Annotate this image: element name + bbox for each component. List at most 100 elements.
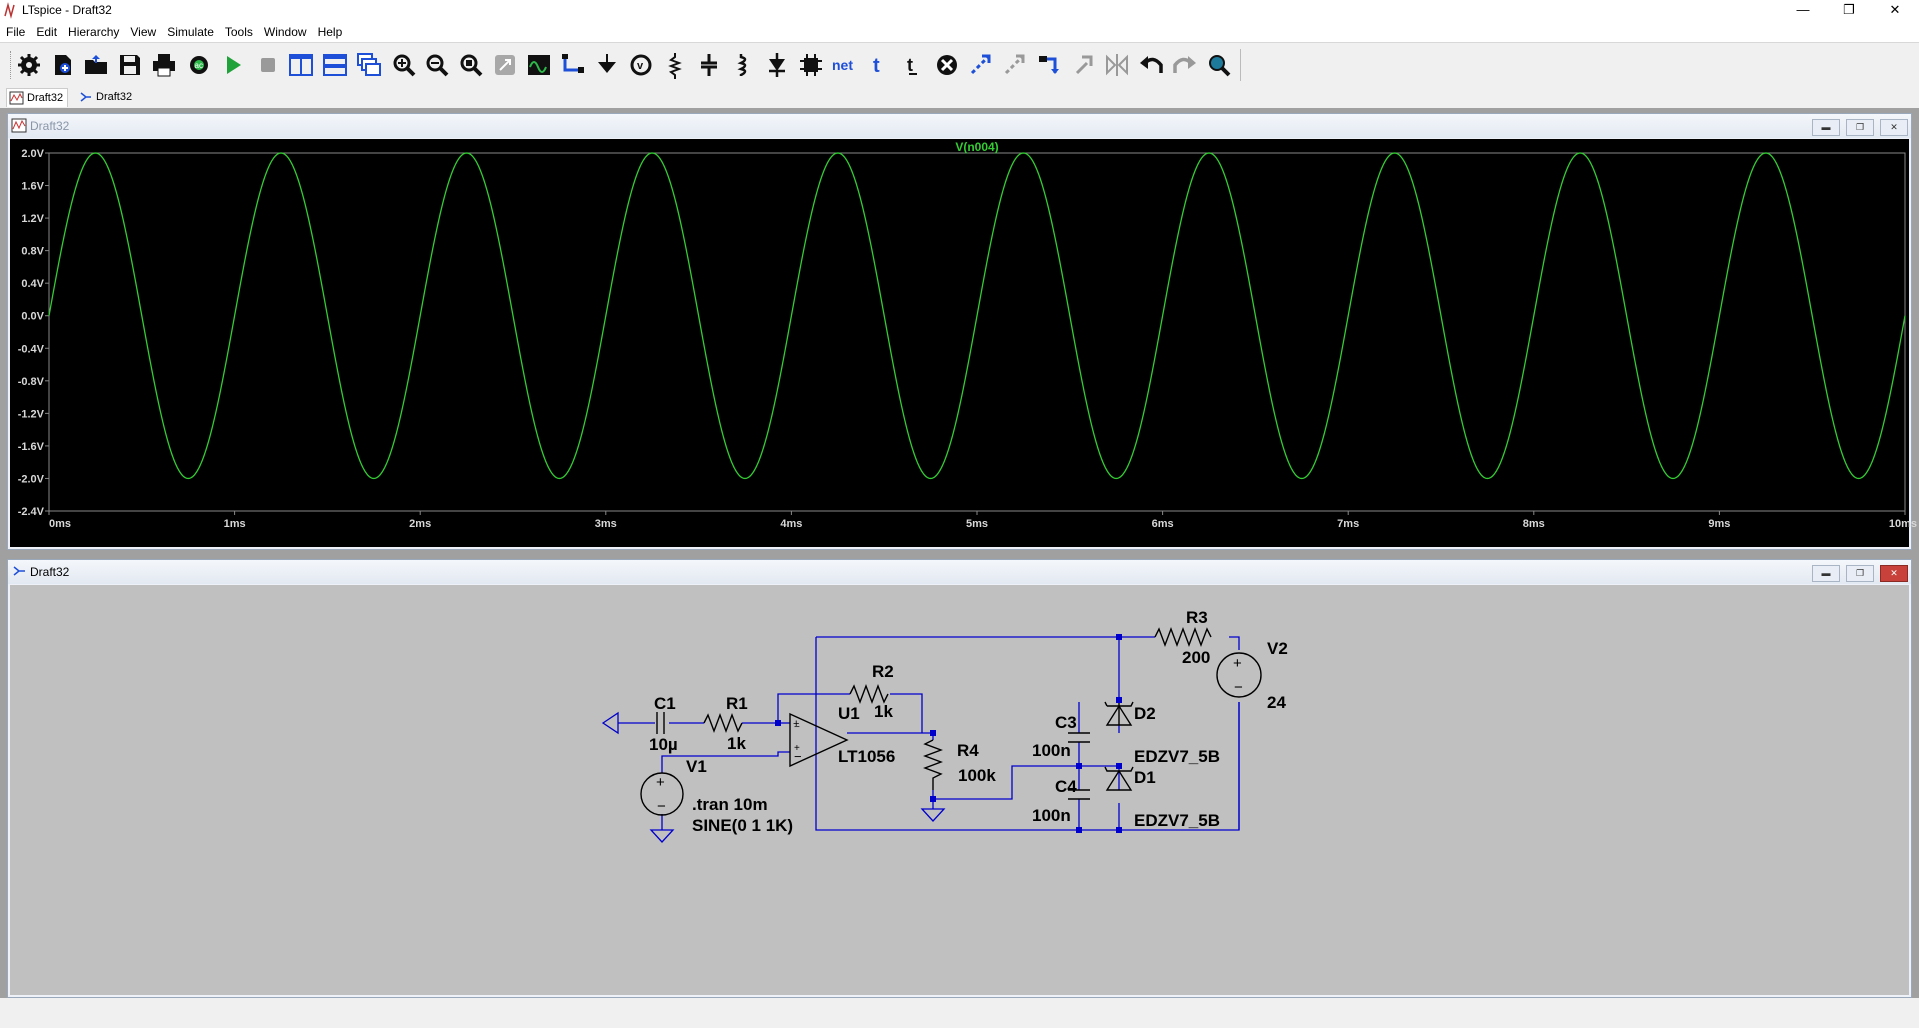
diode-icon[interactable]: [763, 51, 791, 79]
trace-v-n004[interactable]: [48, 152, 1906, 480]
delete-icon[interactable]: [933, 51, 961, 79]
label-v1-value[interactable]: SINE(0 1 1K): [692, 816, 793, 835]
tile-vertical-icon[interactable]: [287, 51, 315, 79]
zoom-in-icon[interactable]: [390, 51, 418, 79]
waveform-minimize-button[interactable]: ▬: [1812, 119, 1840, 136]
capacitor-icon[interactable]: [695, 51, 723, 79]
capacitor-c4[interactable]: [1068, 789, 1090, 800]
opamp-u1[interactable]: + − + −: [789, 712, 849, 768]
voltage-source-v1[interactable]: +−: [640, 772, 684, 816]
redo-icon[interactable]: [1171, 51, 1199, 79]
voltage-source-v2[interactable]: +−: [1216, 652, 1262, 698]
ground-v1[interactable]: [649, 829, 675, 843]
label-d2-name[interactable]: D2: [1134, 704, 1156, 723]
zoom-fit-icon[interactable]: [457, 51, 485, 79]
label-r4-name[interactable]: R4: [957, 741, 979, 760]
toolbar-grip[interactable]: [10, 51, 14, 79]
maximize-button[interactable]: ❐: [1843, 2, 1855, 17]
label-c4-value[interactable]: 100n: [1032, 806, 1071, 825]
label-r3-value[interactable]: 200: [1182, 648, 1210, 667]
label-net-icon[interactable]: v: [627, 51, 655, 79]
move-icon[interactable]: [1001, 51, 1029, 79]
spice-directive-icon[interactable]: t: [899, 51, 927, 79]
waveform-close-button[interactable]: ✕: [1880, 119, 1908, 136]
mirror-icon[interactable]: [1103, 51, 1131, 79]
settings-icon[interactable]: [15, 51, 43, 79]
menu-file[interactable]: File: [6, 25, 26, 39]
save-icon[interactable]: [116, 51, 144, 79]
waveform-icon[interactable]: [525, 51, 553, 79]
drag-icon[interactable]: [1035, 51, 1063, 79]
schematic-window-header[interactable]: Draft32 ▬ ❐ ✕: [8, 560, 1911, 584]
label-r2-name[interactable]: R2: [872, 662, 894, 681]
ground-icon[interactable]: [593, 51, 621, 79]
net-icon[interactable]: net: [831, 51, 859, 79]
label-d2-value[interactable]: EDZV7_5B: [1134, 747, 1220, 766]
wire-icon[interactable]: [559, 51, 587, 79]
schematic-canvas[interactable]: + − + − +− +−: [10, 585, 1909, 995]
label-d1-name[interactable]: D1: [1134, 768, 1156, 787]
resistor-r3[interactable]: [1154, 627, 1212, 647]
menu-tools[interactable]: Tools: [224, 25, 253, 39]
schematic-minimize-button[interactable]: ▬: [1812, 565, 1840, 582]
waveform-window-header[interactable]: Draft32 ▬ ❐ ✕: [8, 114, 1911, 138]
schematic-drawing[interactable]: + − + − +− +−: [10, 585, 1909, 993]
trace-label-v-n004[interactable]: V(n004): [955, 140, 998, 154]
run-icon[interactable]: [219, 51, 247, 79]
resistor-r4[interactable]: [923, 739, 943, 790]
label-c3-name[interactable]: C3: [1055, 713, 1077, 732]
label-u1-value[interactable]: LT1056: [838, 747, 895, 766]
text-icon[interactable]: t: [865, 51, 893, 79]
halt-icon[interactable]: [254, 51, 282, 79]
undo-icon[interactable]: [1137, 51, 1165, 79]
spice-directive-tran[interactable]: .tran 10m: [692, 795, 768, 814]
component-icon[interactable]: [797, 51, 825, 79]
label-v2-value[interactable]: 24: [1267, 693, 1286, 712]
menu-edit[interactable]: Edit: [36, 25, 58, 39]
open-icon[interactable]: [82, 51, 110, 79]
label-r1-name[interactable]: R1: [726, 694, 748, 713]
menu-hierarchy[interactable]: Hierarchy: [68, 25, 120, 39]
resistor-r2[interactable]: [849, 684, 889, 704]
capacitor-c3[interactable]: [1068, 732, 1090, 743]
zener-d2[interactable]: [1104, 701, 1134, 726]
ground-r4[interactable]: [920, 808, 946, 822]
waveform-restore-button[interactable]: ❐: [1846, 119, 1874, 136]
duplicate-icon[interactable]: [967, 51, 995, 79]
label-v2-name[interactable]: V2: [1267, 639, 1288, 658]
wire-top-rail[interactable]: [816, 636, 1240, 650]
label-c1-value[interactable]: 10µ: [649, 735, 678, 754]
new-schematic-icon[interactable]: [49, 51, 77, 79]
close-window-button[interactable]: ✕: [1889, 2, 1901, 17]
tab-schematic[interactable]: Draft32: [76, 88, 136, 106]
label-r3-name[interactable]: R3: [1186, 608, 1208, 627]
wire-minus[interactable]: [661, 751, 790, 773]
inductor-icon[interactable]: [729, 51, 757, 79]
schematic-close-button[interactable]: ✕: [1880, 565, 1908, 582]
label-r2-value[interactable]: 1k: [874, 702, 893, 721]
autorange-icon[interactable]: [491, 51, 519, 79]
ground-terminal-left[interactable]: [601, 711, 619, 735]
tile-horizontal-icon[interactable]: [321, 51, 349, 79]
control-panel-icon[interactable]: ac: [185, 51, 213, 79]
tab-waveform[interactable]: Draft32: [6, 88, 69, 107]
capacitor-c1[interactable]: [656, 712, 665, 734]
wire-feedback[interactable]: [777, 693, 923, 733]
label-c1-name[interactable]: C1: [654, 694, 676, 713]
menu-simulate[interactable]: Simulate: [167, 25, 214, 39]
zener-d1[interactable]: [1104, 766, 1134, 791]
rotate-icon[interactable]: [1069, 51, 1097, 79]
wire-out[interactable]: [847, 732, 934, 740]
cascade-icon[interactable]: [355, 51, 383, 79]
resistor-icon[interactable]: [661, 51, 689, 79]
resistor-r1[interactable]: [703, 713, 743, 733]
label-r4-value[interactable]: 100k: [958, 766, 996, 785]
menu-view[interactable]: View: [130, 25, 157, 39]
print-icon[interactable]: [150, 51, 178, 79]
minimize-button[interactable]: —: [1796, 2, 1810, 17]
label-c4-name[interactable]: C4: [1055, 777, 1077, 796]
label-u1-name[interactable]: U1: [838, 704, 860, 723]
menu-help[interactable]: Help: [317, 25, 343, 39]
zoom-out-icon[interactable]: [423, 51, 451, 79]
